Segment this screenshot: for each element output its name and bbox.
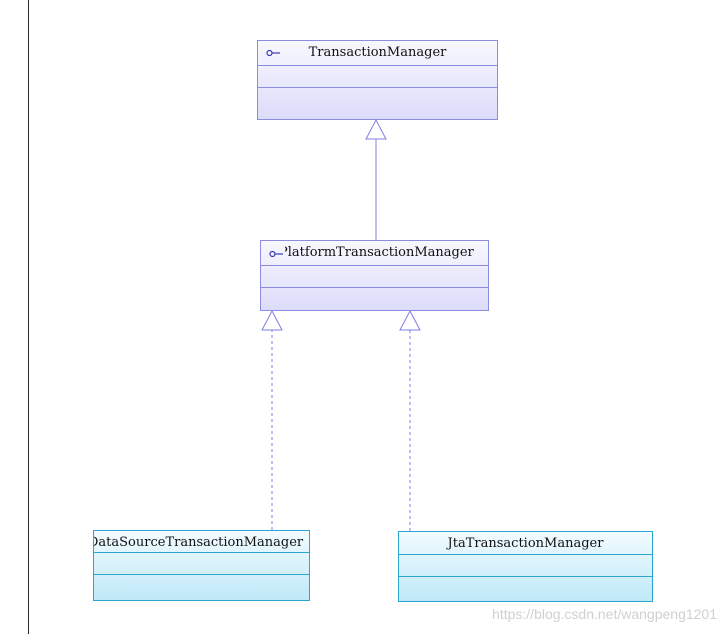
watermark-text: https://blog.csdn.net/wangpeng1201	[492, 606, 717, 622]
class-name: JtaTransactionManager	[399, 532, 652, 556]
class-box-datasource-transaction-manager[interactable]: DataSourceTransactionManager	[93, 530, 310, 601]
class-box-transaction-manager[interactable]: TransactionManager	[257, 40, 498, 120]
class-name-label: TransactionManager	[308, 45, 447, 60]
class-name: DataSourceTransactionManager	[94, 531, 309, 555]
operations-divider	[261, 287, 488, 288]
attributes-divider	[94, 552, 309, 553]
class-name: PlatformTransactionManager	[285, 241, 486, 265]
class-box-platform-transaction-manager[interactable]: PlatformTransactionManager	[260, 240, 489, 311]
interface-lollipop-icon	[266, 49, 280, 57]
class-box-jta-transaction-manager[interactable]: JtaTransactionManager	[398, 531, 653, 602]
class-name-label: PlatformTransactionManager	[285, 245, 474, 260]
class-name: TransactionManager	[258, 41, 497, 65]
class-name-label: DataSourceTransactionManager	[94, 535, 304, 550]
attributes-divider	[258, 65, 497, 66]
interface-lollipop-icon	[269, 250, 283, 258]
operations-divider	[258, 87, 497, 88]
realization-arrowhead-datasource	[261, 309, 283, 331]
operations-divider	[399, 576, 652, 577]
left-border-line	[28, 0, 29, 634]
attributes-divider	[261, 265, 488, 266]
attributes-divider	[399, 554, 652, 555]
operations-divider	[94, 574, 309, 575]
realization-arrowhead-jta	[399, 309, 421, 331]
generalization-arrowhead	[365, 118, 387, 140]
class-name-label: JtaTransactionManager	[447, 536, 604, 551]
